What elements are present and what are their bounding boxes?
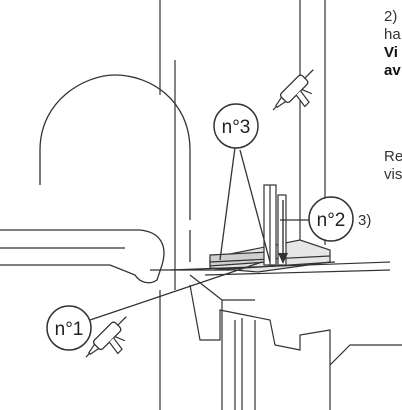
callout-label-n3: n°3 [222, 117, 251, 138]
step-2-number: 2) [384, 8, 398, 25]
callout-label-n2: n°2 [317, 210, 346, 231]
lower-structure [159, 274, 402, 410]
note-text: Re [384, 148, 402, 165]
callout-label-n1: n°1 [55, 319, 84, 340]
step-2-text: ha [384, 26, 401, 43]
frame-profile [169, 184, 391, 276]
step-2-bold-text-2: av [384, 62, 401, 79]
step-3-number: 3) [358, 212, 372, 229]
leader-lines [89, 139, 309, 321]
step-2-bold-text: Vi [384, 44, 398, 61]
note-text-2: vis [384, 166, 402, 183]
callout-n2: n°2 [308, 196, 354, 242]
arch [39, 74, 191, 220]
arrow-down-icon [278, 200, 288, 264]
caulking-gun-icon [268, 64, 329, 125]
callout-n3: n°3 [213, 103, 259, 149]
callout-n1: n°1 [46, 305, 92, 351]
